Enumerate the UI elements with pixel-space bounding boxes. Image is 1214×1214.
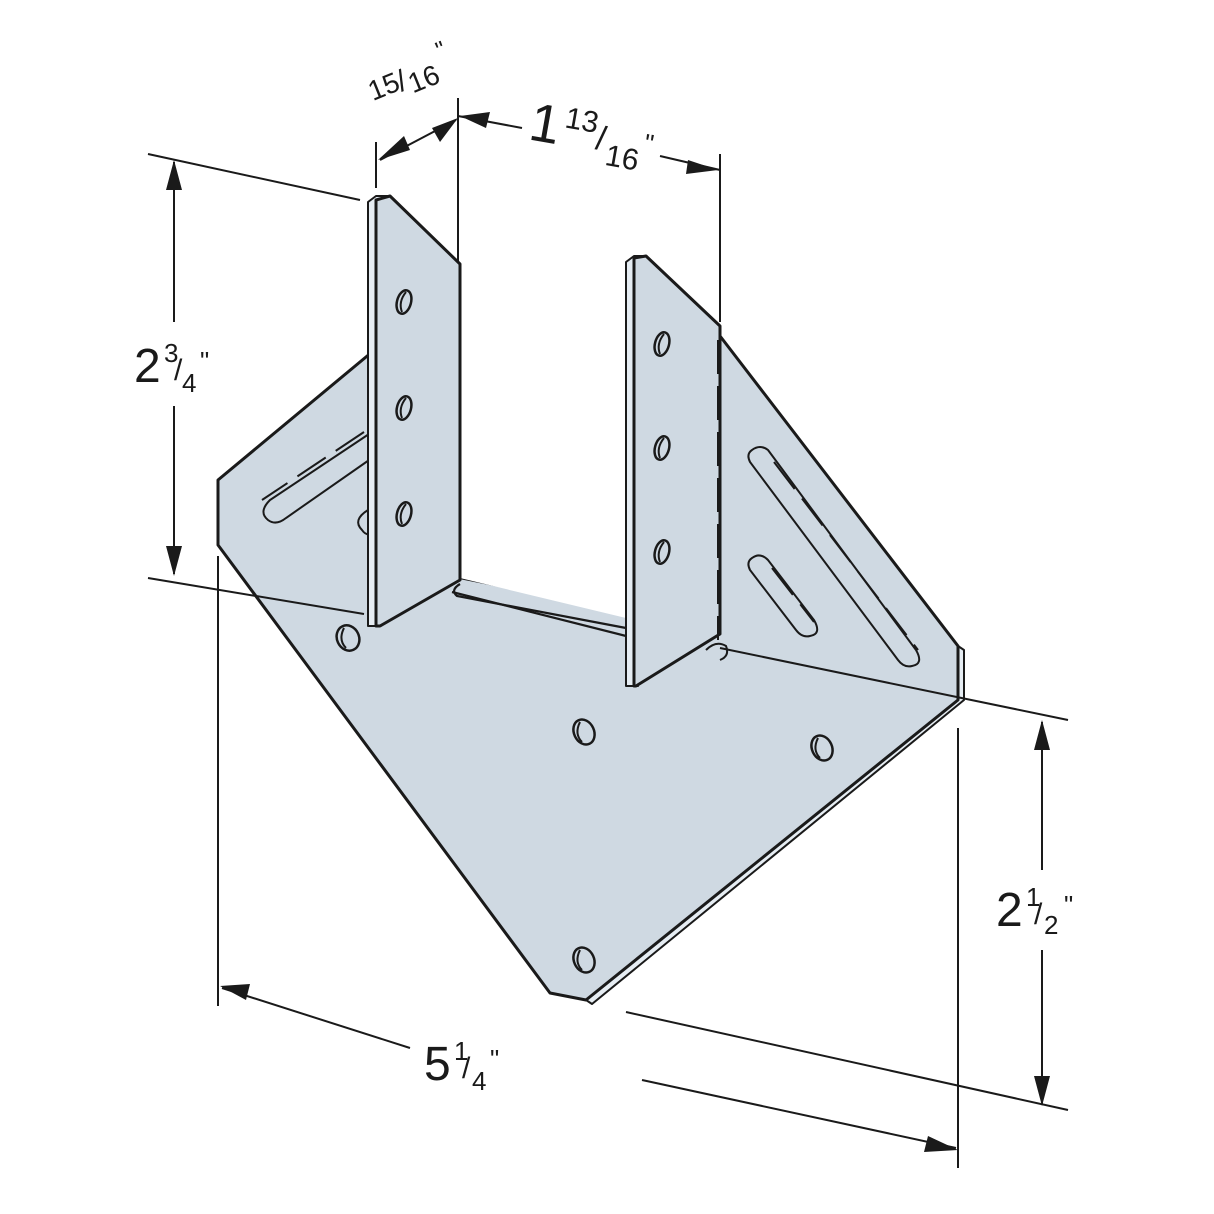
plate-height-unit: ": [1064, 890, 1073, 920]
right-slot-long-hidden: [773, 461, 919, 651]
plate-hole: [572, 718, 596, 746]
plate-height-den: 2: [1044, 910, 1058, 940]
right-slot-long: [747, 446, 921, 668]
plate-hole: [572, 946, 596, 974]
right-slot-short: [747, 554, 819, 638]
plate-bend-edge-lower: [451, 590, 627, 638]
left-flange-face: [374, 194, 462, 628]
flange-thickness-unit: ": [432, 36, 450, 64]
flange-height-num: 3: [164, 338, 178, 368]
dimension-lines: [147, 98, 1069, 1168]
flange-gap-den: 16: [603, 139, 642, 177]
dimension-label-flange-height: 2 3 / 4 ": [134, 338, 209, 398]
flange-hole: [653, 331, 671, 357]
flange-gap-unit: ": [642, 128, 656, 159]
right-slot-short-hidden: [771, 567, 815, 623]
flange-height-den: 4: [182, 368, 196, 398]
fraction-slash: /: [174, 354, 183, 387]
plate-cutout: [460, 240, 626, 618]
plate-width-num: 1: [454, 1036, 468, 1066]
dimension-label-flange-thickness: 15 / 16 ": [363, 36, 450, 106]
fraction-slash: /: [462, 1052, 471, 1085]
flange-height-whole: 2: [134, 340, 161, 393]
plate-hole: [810, 734, 834, 762]
dimension-label-plate-width: 5 1 / 4 ": [424, 1036, 499, 1096]
plate-bend-edge: [453, 583, 627, 630]
plate-width-unit: ": [490, 1044, 499, 1074]
dimension-label-flange-gap: 1 13 / 16 ": [525, 92, 656, 178]
plate-width-den: 4: [472, 1066, 486, 1096]
flange-hole: [395, 289, 413, 315]
fraction-slash: /: [1034, 898, 1043, 931]
right-flange-face: [632, 254, 722, 688]
plate-height-whole: 2: [996, 884, 1023, 937]
flange-hole: [653, 539, 671, 565]
left-slot: [262, 431, 373, 524]
plate-hole: [335, 624, 361, 652]
plate-height-num: 1: [1026, 882, 1040, 912]
dimension-label-plate-height: 2 1 / 2 ": [996, 882, 1073, 940]
left-flange: [367, 194, 462, 628]
right-flange: [625, 254, 722, 688]
right-flange-base-hole: [705, 642, 729, 661]
plate-width-whole: 5: [424, 1038, 451, 1091]
left-slot-hidden-line: [261, 431, 365, 501]
flange-gap-num: 13: [563, 102, 602, 140]
flange-height-unit: ": [200, 346, 209, 376]
flange-gap-whole: 1: [525, 92, 565, 156]
flange-hole: [653, 435, 671, 461]
flange-hole: [395, 395, 413, 421]
flange-hole: [395, 501, 413, 527]
base-plate: [216, 240, 965, 1005]
